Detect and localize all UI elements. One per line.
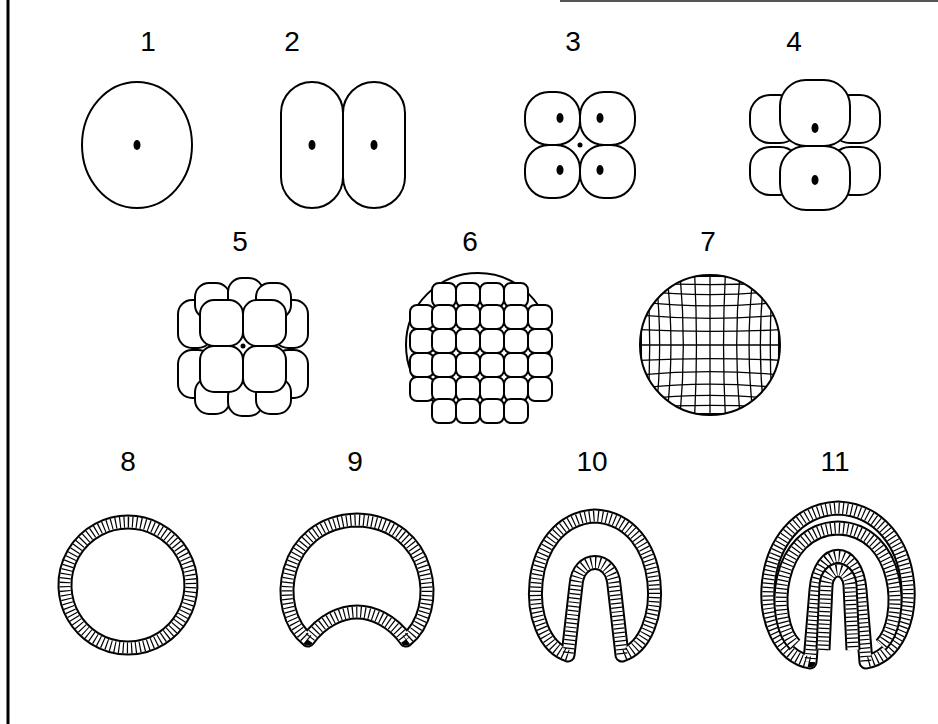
two-cell-stage xyxy=(281,82,405,208)
zygote xyxy=(82,82,192,208)
stage-number: 9 xyxy=(347,448,363,476)
morula xyxy=(406,273,552,423)
four-cell-stage xyxy=(525,92,635,198)
stage-number: 3 xyxy=(565,28,581,56)
stage-number: 1 xyxy=(140,28,156,56)
eight-cell-stage xyxy=(750,80,880,210)
stage-number: 11 xyxy=(820,448,849,476)
blastula-section xyxy=(65,522,191,648)
blastula-surface xyxy=(635,270,786,421)
frame-line xyxy=(560,0,938,2)
stage-number: 10 xyxy=(576,448,607,476)
stage-number: 5 xyxy=(232,228,248,256)
late-gastrula xyxy=(768,508,908,662)
early-gastrula xyxy=(287,520,427,640)
stage-number: 4 xyxy=(786,28,802,56)
stage-number: 7 xyxy=(700,228,716,256)
stage-number: 8 xyxy=(120,448,136,476)
sixteen-cell-stage xyxy=(178,278,308,416)
stage-number: 6 xyxy=(462,228,478,256)
frame-line xyxy=(7,0,10,724)
stage-number: 2 xyxy=(284,28,300,56)
gastrula xyxy=(535,516,654,655)
